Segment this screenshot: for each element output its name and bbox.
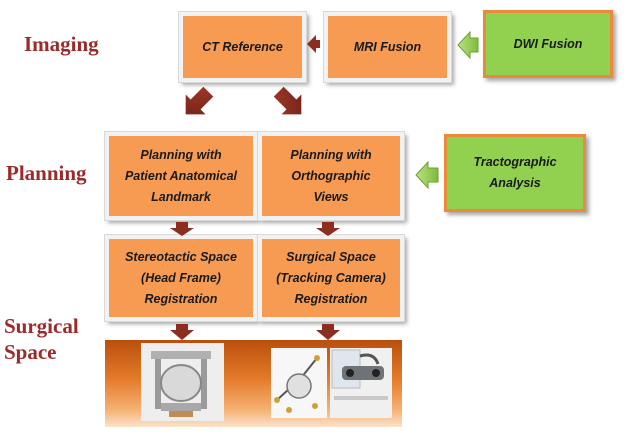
head-frame-icon	[141, 343, 224, 421]
arrow-orthographic-to-surgical	[316, 222, 340, 236]
dwi-fusion-box: DWI Fusion	[483, 10, 613, 78]
planning-orthographic-box: Planning with Orthographic Views	[257, 131, 405, 221]
stage-label-imaging: Imaging	[24, 32, 99, 56]
head-frame-photo	[141, 343, 224, 421]
arrow-mri-to-ct	[307, 35, 320, 53]
arrow-anatomical-to-stereotactic	[170, 222, 194, 236]
stereotactic-registration-box: Stereotactic Space (Head Frame) Registra…	[104, 234, 258, 322]
surgical-space-registration-box: Surgical Space (Tracking Camera) Registr…	[257, 234, 405, 322]
tracking-tools-photo	[271, 348, 327, 418]
ct-reference-box: CT Reference	[178, 11, 307, 83]
mri-fusion-box: MRI Fusion	[323, 11, 452, 83]
tracking-tools-icon	[271, 348, 327, 418]
tracking-camera-icon	[330, 348, 392, 418]
tracking-camera-photo	[330, 348, 392, 418]
arrow-dwi-to-mri	[457, 30, 479, 60]
planning-anatomical-box: Planning with Patient Anatomical Landmar…	[104, 131, 258, 221]
stage-label-planning: Planning	[6, 161, 87, 185]
arrow-ct-to-planning-anatomical	[185, 86, 214, 115]
stage-label-surgical-space: Surgical Space	[4, 314, 79, 364]
arrow-surgical-to-images	[316, 324, 340, 340]
arrow-ct-to-planning-orthographic	[273, 86, 302, 115]
tractographic-analysis-box: Tractographic Analysis	[444, 134, 586, 212]
arrow-stereotactic-to-images	[170, 324, 194, 340]
arrow-tractographic-to-planning	[415, 160, 439, 190]
